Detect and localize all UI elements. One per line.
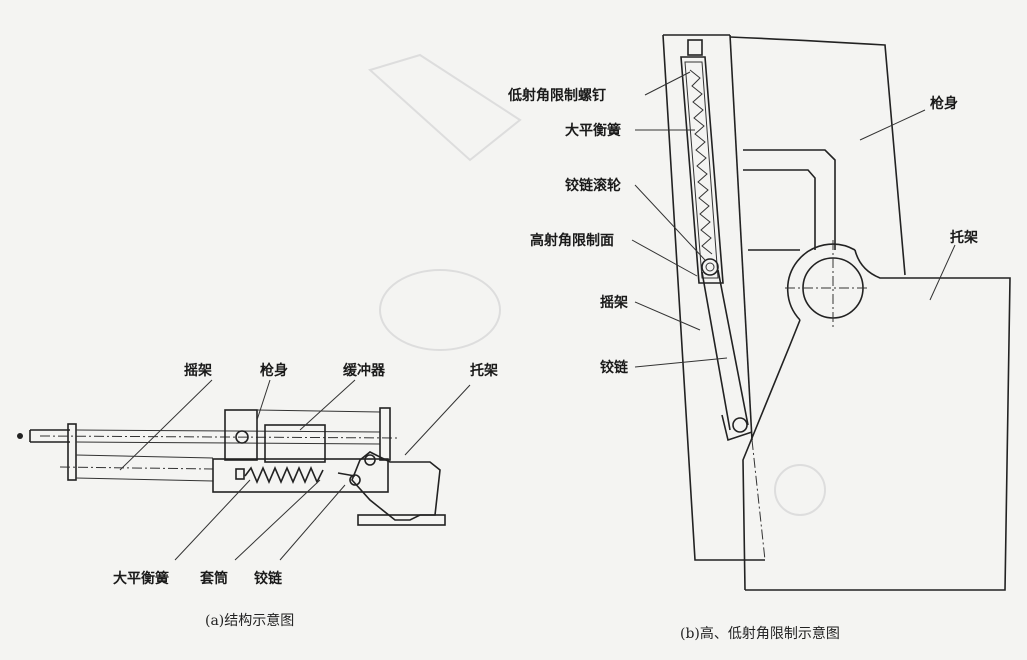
balance-spring	[689, 69, 713, 255]
gun-body	[729, 36, 906, 276]
label-b-cradle: 摇架	[600, 294, 628, 311]
caption-b: (b)高、低射角限制示意图	[680, 625, 840, 642]
label-b-high-limit-surface: 高射角限制面	[530, 232, 614, 249]
label-a-cradle: 摇架	[184, 362, 212, 379]
bracket-base	[357, 514, 446, 526]
label-b-bracket: 托架	[950, 229, 978, 246]
label-a-gun-body: 枪身	[260, 362, 288, 379]
figure-b-angle-limits: 低射角限制螺钉 大平衡簧 铰链滚轮 高射角限制面 摇架 铰链 枪身 托架 (b)…	[507, 34, 1011, 642]
label-b-hinge: 铰链	[600, 359, 629, 376]
spring-tube	[680, 56, 724, 284]
low-limit-screw	[687, 39, 703, 56]
label-a-hinge: 铰链	[254, 570, 283, 587]
sleeve	[212, 458, 389, 493]
label-a-bracket: 托架	[470, 362, 498, 379]
buffer	[264, 424, 326, 463]
rear-plate	[379, 407, 391, 461]
hinge-link	[701, 269, 749, 431]
label-a-balance-spring: 大平衡簧	[113, 570, 169, 587]
label-b-balance-spring: 大平衡簧	[565, 122, 621, 139]
hinge-roller	[701, 258, 719, 276]
figure-a-structure: 摇架 枪身 缓冲器 托架 大平衡簧 套筒 铰链 (a)结构示意图	[17, 362, 498, 629]
background-bleed-through	[368, 53, 826, 516]
balance-spring	[244, 465, 324, 485]
front-plate	[67, 423, 77, 481]
cradle	[662, 34, 765, 561]
label-b-hinge-roller: 铰链滚轮	[565, 177, 621, 194]
gun-body-block	[224, 409, 258, 461]
bracket	[745, 249, 1011, 591]
label-b-low-limit-screw: 低射角限制螺钉	[507, 87, 606, 104]
label-b-gun-body: 枪身	[930, 95, 958, 112]
label-a-sleeve: 套筒	[200, 570, 228, 587]
label-a-buffer: 缓冲器	[343, 362, 386, 379]
caption-a: (a)结构示意图	[205, 612, 294, 629]
